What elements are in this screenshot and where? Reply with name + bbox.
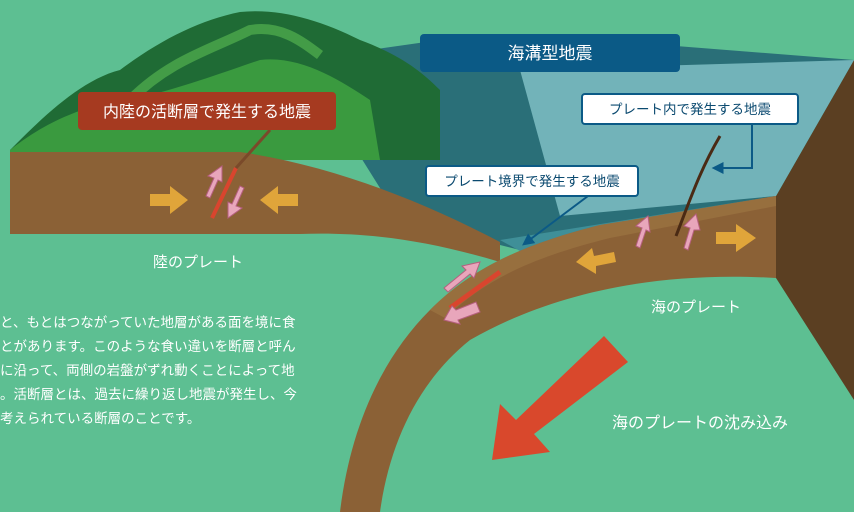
paragraph-line: と、もとはつながっていた地層がある面を境に食 — [0, 315, 296, 331]
ocean-plate — [340, 196, 776, 512]
intraplate-crack — [674, 135, 722, 237]
intraplate-callout-box — [581, 93, 799, 125]
intraplate-callout-text: プレート内で発生する地震 — [609, 102, 771, 118]
trench-title-box — [420, 34, 680, 72]
ocean-plate-side — [776, 60, 854, 400]
inland-fault-line — [210, 167, 238, 219]
callout-pointer-icon — [711, 124, 753, 174]
subduction-arrow-icon — [492, 336, 628, 460]
compression-arrow-icon — [576, 248, 616, 274]
mountain-ridge — [126, 24, 323, 104]
plate-boundary-fault — [448, 269, 502, 311]
paragraph-line: 。活断層とは、過去に繰り返し地震が発生し、今 — [0, 387, 297, 403]
compression-arrow-icon — [260, 186, 298, 214]
paragraph-line: に沿って、両側の岩盤がずれ動くことによって地 — [0, 363, 295, 379]
trench-title: 海溝型地震 — [508, 44, 593, 64]
boundary-callout-text: プレート境界で発生する地震 — [444, 174, 620, 190]
paragraph-line: 考えられている断層のことです。 — [0, 411, 201, 427]
ocean-plate-label: 海のプレート — [651, 298, 741, 316]
callout-pointer-icon — [522, 195, 589, 246]
inland-title-box — [78, 92, 336, 130]
compression-arrow-icon — [716, 224, 756, 252]
land-plate — [10, 152, 500, 262]
compression-arrow-icon — [150, 186, 188, 214]
land-plate-label: 陸のプレート — [153, 253, 243, 271]
paragraph-line: とがあります。このような食い違いを断層と呼ん — [0, 339, 296, 355]
ocean-plate-top — [430, 196, 776, 318]
explanation-paragraph: と、もとはつながっていた地層がある面を境に食 とがあります。このような食い違いを… — [0, 311, 360, 431]
inland-title: 内陸の活断層で発生する地震 — [103, 102, 311, 121]
fault-crack — [234, 128, 272, 170]
subduction-label: 海のプレートの沈み込み — [612, 413, 788, 432]
slip-arrow-icon — [205, 165, 701, 325]
boundary-callout-box — [425, 165, 639, 197]
